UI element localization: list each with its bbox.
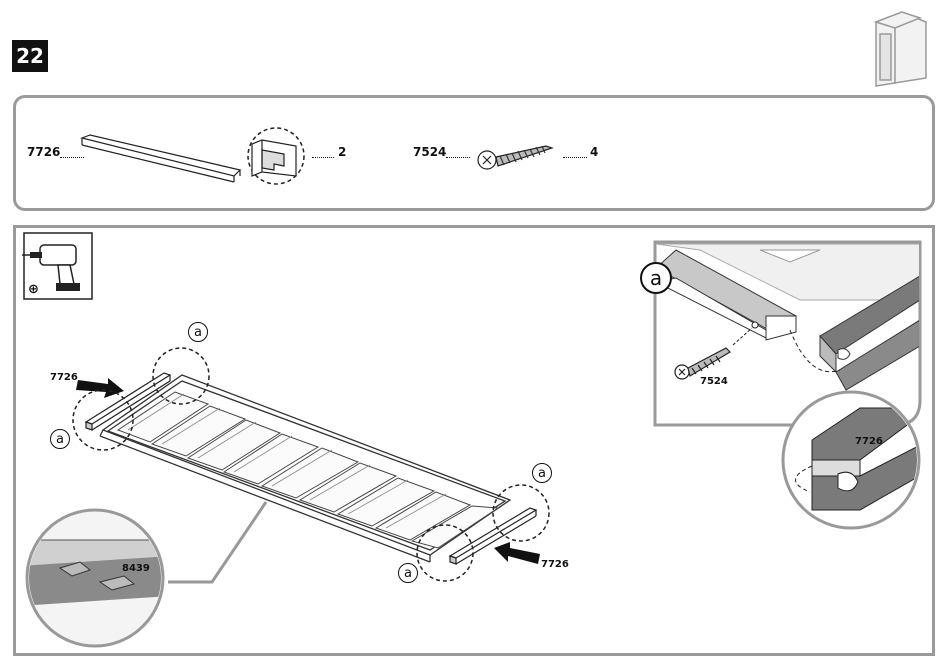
callout-a: a: [398, 563, 418, 583]
main-assembly-panel: [13, 225, 935, 656]
part-number-7726: 7726: [27, 145, 60, 159]
rail-right-label: 7726: [541, 559, 569, 570]
part-number-7524: 7524: [413, 145, 446, 159]
leader-dots: [60, 157, 84, 158]
callout-a: a: [50, 429, 70, 449]
tool-mode-icon: ⊕: [28, 282, 39, 297]
zoom-part-label: 8439: [122, 563, 150, 574]
rail-left-label: 7726: [50, 372, 78, 383]
part-quantity-7524: 4: [590, 145, 598, 159]
leader-dots: [563, 157, 587, 158]
detail-screw-label: 7524: [700, 376, 728, 387]
part-quantity-7726: 2: [338, 145, 346, 159]
detail-callout-a: a: [640, 262, 672, 294]
parts-list-panel: [13, 95, 935, 211]
detail-rail-label: 7726: [855, 436, 883, 447]
leader-dots: [312, 157, 334, 158]
step-number-badge: 22: [12, 40, 48, 72]
callout-a: a: [532, 463, 552, 483]
callout-a: a: [188, 322, 208, 342]
leader-dots: [446, 157, 470, 158]
